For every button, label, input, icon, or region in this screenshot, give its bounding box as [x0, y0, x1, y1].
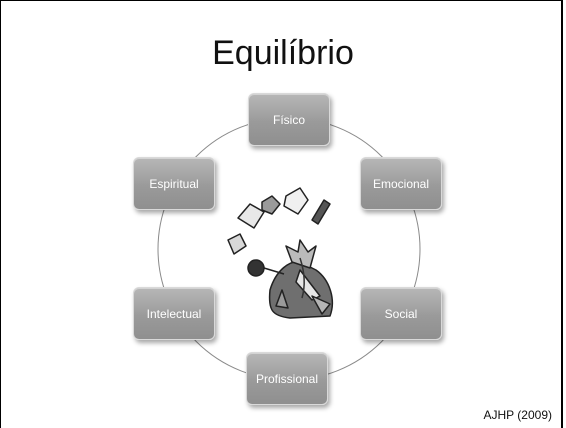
- slide-title: Equilíbrio: [212, 34, 354, 72]
- node-profissional: Profissional: [246, 352, 328, 405]
- node-emocional-label: Emocional: [372, 176, 430, 191]
- node-fisico-label: Físico: [272, 112, 305, 127]
- node-fisico: Físico: [248, 93, 330, 146]
- node-emocional: Emocional: [360, 157, 442, 210]
- credit-text: AJHP (2009): [483, 408, 552, 422]
- node-intelectual: Intelectual: [133, 287, 215, 340]
- juggler-clipart: [227, 187, 334, 319]
- node-profissional-label: Profissional: [255, 371, 319, 386]
- node-social: Social: [360, 287, 442, 340]
- node-espiritual-label: Espiritual: [149, 176, 199, 191]
- node-intelectual-label: Intelectual: [146, 306, 202, 321]
- node-espiritual: Espiritual: [133, 157, 215, 210]
- node-social-label: Social: [384, 306, 418, 321]
